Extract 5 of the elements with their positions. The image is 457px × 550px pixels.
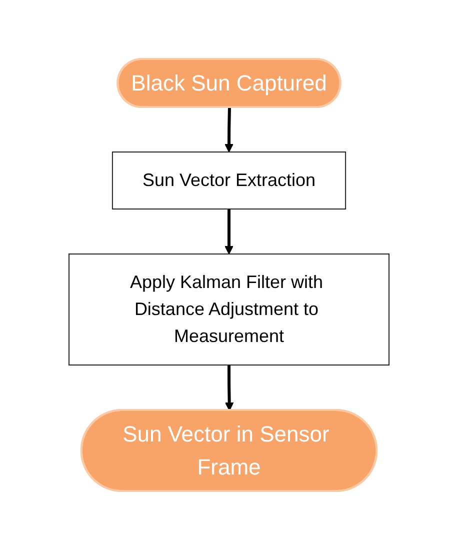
node-box: Sun Vector Extraction	[111, 152, 346, 210]
node-box: Apply Kalman Filter with Distance Adjustment to Measurement	[68, 254, 389, 366]
arrow	[224, 209, 233, 254]
arrow	[224, 107, 233, 152]
arrow	[224, 365, 234, 411]
